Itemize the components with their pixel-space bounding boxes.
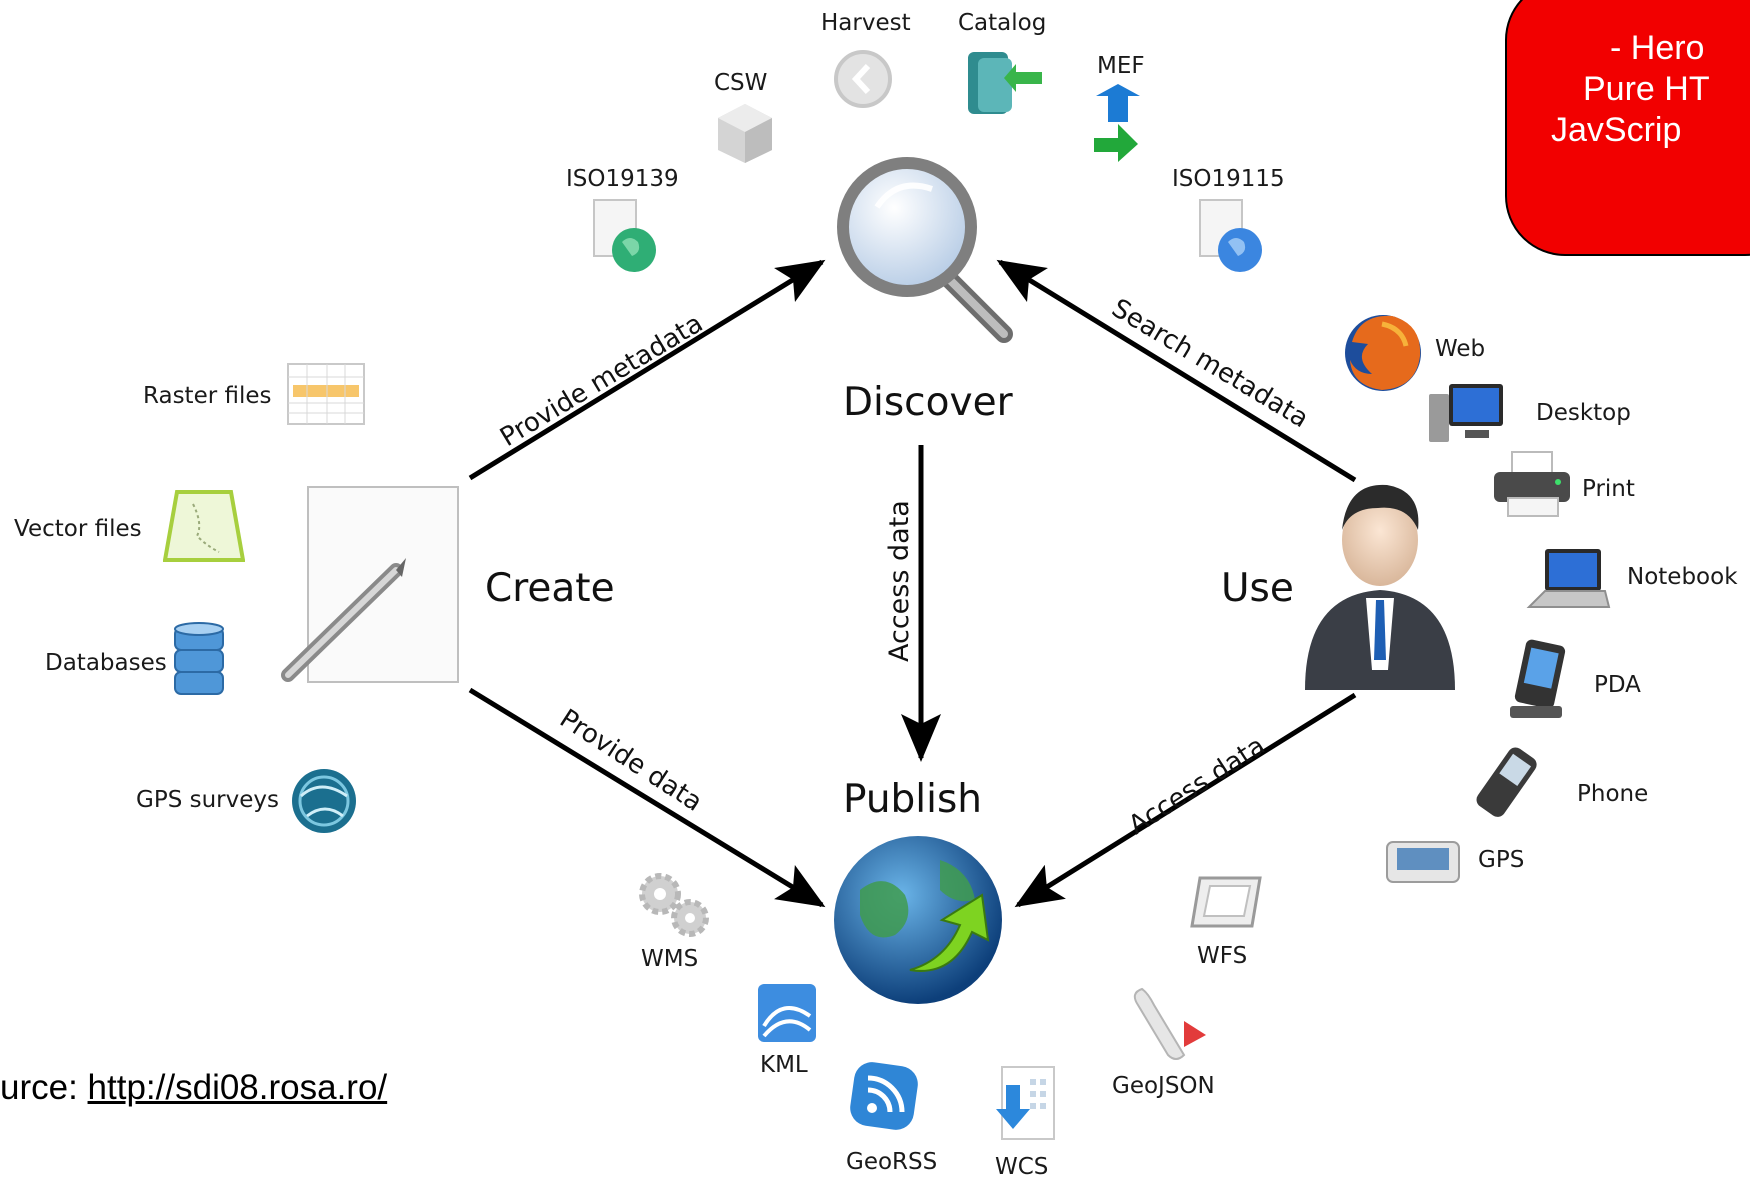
source-prefix: urce:	[0, 1068, 88, 1107]
printer-icon	[1494, 451, 1570, 517]
notebook-icon	[1526, 549, 1611, 608]
edge-label-provide-data: Provide data	[554, 704, 707, 818]
globe-publish-icon	[834, 836, 1002, 1004]
georss-icon	[850, 1062, 918, 1130]
notebook-label: Notebook	[1627, 564, 1738, 590]
callout-line-2: Pure HT	[1583, 70, 1710, 108]
raster-files-icon	[287, 363, 365, 425]
csw-cube-icon	[718, 104, 772, 163]
node-discover-label: Discover	[843, 380, 1013, 425]
node-create-label: Create	[485, 566, 615, 611]
wms-gears-icon	[639, 873, 709, 937]
iso19139-doc-icon	[593, 199, 656, 272]
callout-line-1: - Hero	[1610, 29, 1705, 67]
arrow-search-metadata	[996, 259, 1357, 483]
raster-files-label: Raster files	[143, 383, 272, 409]
desktop-label: Desktop	[1536, 400, 1631, 426]
harvest-label: Harvest	[821, 10, 911, 36]
vector-files-icon	[163, 490, 245, 562]
csw-label: CSW	[714, 70, 768, 96]
wcs-icon	[996, 1066, 1055, 1140]
firefox-web-icon	[1345, 315, 1421, 391]
source-link[interactable]: http://sdi08.rosa.ro/	[87, 1068, 388, 1107]
iso19115-doc-icon	[1199, 199, 1262, 272]
red-callout-box: - Hero Pure HT JavScrip	[1505, 0, 1750, 256]
wfs-label: WFS	[1197, 943, 1248, 969]
harvest-icon	[834, 50, 892, 108]
kml-label: KML	[760, 1052, 808, 1078]
catalog-icon	[968, 52, 1042, 114]
mef-label: MEF	[1097, 53, 1145, 79]
web-label: Web	[1435, 336, 1486, 362]
node-use-label: Use	[1221, 566, 1294, 611]
print-label: Print	[1582, 476, 1635, 502]
mef-icon	[1094, 84, 1140, 162]
arrow-provide-data	[468, 687, 826, 908]
georss-label: GeoRSS	[846, 1149, 938, 1175]
wms-label: WMS	[641, 946, 699, 972]
edge-label-access-data-center: Access data	[884, 500, 915, 662]
phone-icon	[1476, 747, 1537, 817]
edge-label-access-data-right: Access data	[1123, 731, 1270, 841]
edge-label-provide-metadata: Provide metadata	[495, 308, 708, 453]
vector-files-label: Vector files	[14, 516, 142, 542]
wfs-icon	[1190, 876, 1262, 928]
callout-line-3: JavScrip	[1551, 111, 1682, 149]
iso19139-label: ISO19139	[566, 166, 679, 192]
gps-label: GPS	[1478, 847, 1525, 873]
gps-surveys-label: GPS surveys	[136, 787, 279, 813]
wcs-label: WCS	[995, 1154, 1049, 1180]
pda-icon	[1510, 639, 1566, 718]
user-icon	[1305, 484, 1455, 690]
edge-label-search-metadata: Search metadata	[1106, 293, 1313, 434]
phone-label: Phone	[1577, 781, 1649, 807]
kml-icon	[758, 984, 816, 1042]
source-line: urce: http://sdi08.rosa.ro/	[0, 1068, 387, 1108]
node-publish-label: Publish	[843, 777, 983, 822]
catalog-label: Catalog	[958, 10, 1047, 36]
arrow-provide-metadata	[468, 259, 826, 481]
databases-label: Databases	[45, 650, 167, 676]
geojson-label: GeoJSON	[1112, 1073, 1215, 1099]
geojson-icon	[1133, 987, 1206, 1060]
arrow-access-data-right	[1014, 692, 1357, 908]
databases-icon	[174, 622, 224, 695]
gps-device-icon	[1386, 841, 1460, 883]
gps-surveys-icon	[292, 769, 356, 833]
desktop-icon	[1429, 384, 1503, 442]
iso19115-label: ISO19115	[1172, 166, 1285, 192]
magnifier-icon	[837, 157, 1013, 343]
paper-pencil-icon	[281, 486, 459, 683]
pda-label: PDA	[1594, 672, 1641, 698]
